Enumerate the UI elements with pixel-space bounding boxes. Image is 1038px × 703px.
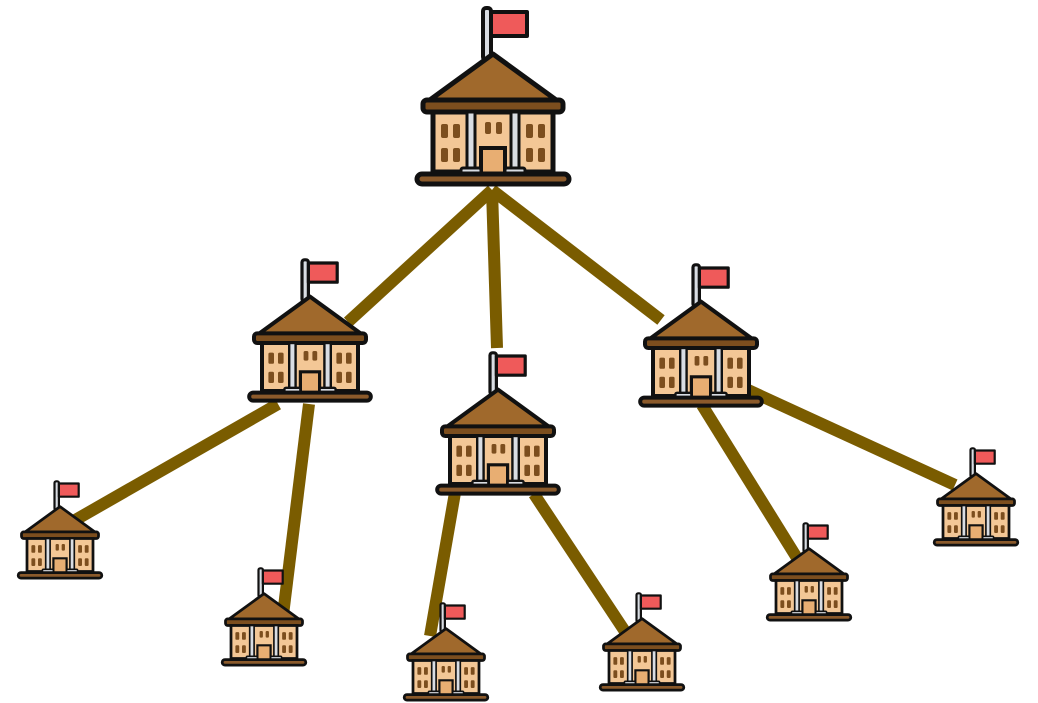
nodes-layer — [16, 8, 1020, 702]
edge-middle-middle-a — [424, 485, 462, 638]
edge-root-right — [488, 185, 665, 325]
edge-left-left-b — [277, 403, 315, 616]
edge-left-left-a — [67, 398, 281, 529]
building-icon-root — [417, 8, 569, 184]
edge-right-right-a — [696, 401, 803, 562]
building-icon-left-a — [16, 479, 104, 580]
building-icon-middle-a — [402, 601, 490, 702]
edge-middle-middle-b — [528, 490, 634, 640]
building-icon-middle — [435, 350, 561, 496]
edge-root-left — [343, 185, 497, 327]
building-icon-right — [638, 262, 764, 408]
building-icon-left — [247, 257, 373, 403]
building-icon-left-b — [220, 566, 308, 667]
edge-root-middle — [486, 189, 503, 349]
edge-right-right-b — [745, 384, 958, 491]
edges-layer — [67, 185, 958, 640]
building-icon-right-b — [932, 446, 1020, 547]
